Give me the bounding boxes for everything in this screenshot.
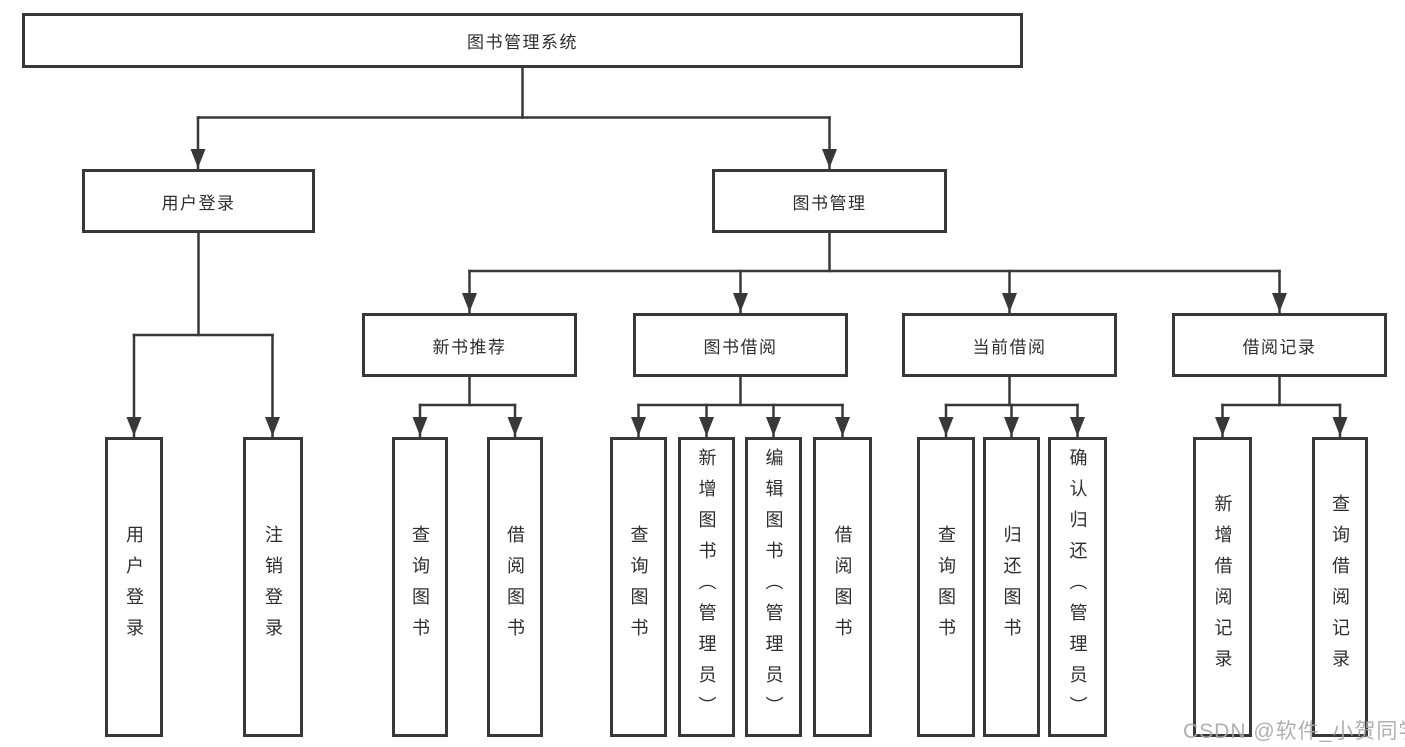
node-current-borrow: 当前借阅 [902, 313, 1117, 377]
leaf-label: 查询图书 [628, 525, 649, 649]
leaf-label: 编辑图书（管理员） [763, 447, 784, 727]
leaf-label: 确认归还（管理员） [1067, 447, 1088, 727]
leaf-label: 注销登录 [263, 525, 283, 649]
leaf-query-books-2: 查询图书 [610, 437, 667, 737]
leaf-add-books-admin: 新增图书（管理员） [678, 437, 735, 737]
leaf-label: 查询借阅记录 [1330, 494, 1350, 680]
node-new-book-recommend: 新书推荐 [362, 313, 577, 377]
leaf-query-borrow-record: 查询借阅记录 [1312, 437, 1368, 737]
leaf-label: 新增借阅记录 [1212, 494, 1233, 680]
node-label: 新书推荐 [432, 337, 507, 357]
node-book-borrow: 图书借阅 [633, 313, 848, 377]
node-book-management: 图书管理 [712, 169, 947, 233]
leaf-label: 查询图书 [936, 525, 956, 649]
node-borrow-records: 借阅记录 [1172, 313, 1387, 377]
watermark: CSDN @软件_小贺同学 [1183, 720, 1405, 743]
leaf-label: 借阅图书 [832, 525, 853, 649]
leaf-label: 归还图书 [1001, 525, 1022, 649]
leaf-label: 查询图书 [410, 525, 430, 649]
leaf-confirm-return-admin: 确认归还（管理员） [1048, 437, 1107, 737]
node-label: 图书管理 [792, 193, 867, 213]
leaf-borrow-books-1: 借阅图书 [487, 437, 543, 737]
leaf-label: 用户登录 [124, 525, 144, 649]
leaf-query-books-3: 查询图书 [917, 437, 975, 737]
leaf-label: 借阅图书 [505, 525, 525, 649]
node-label: 图书管理系统 [467, 33, 578, 52]
leaf-edit-books-admin: 编辑图书（管理员） [745, 437, 802, 737]
leaf-logout-login: 注销登录 [243, 437, 303, 737]
node-label: 图书借阅 [703, 337, 778, 357]
node-label: 当前借阅 [972, 337, 1047, 357]
node-label: 用户登录 [161, 193, 236, 213]
node-label: 借阅记录 [1242, 337, 1317, 357]
leaf-query-books-1: 查询图书 [392, 437, 448, 737]
node-user-login: 用户登录 [82, 169, 315, 233]
leaf-borrow-books-2: 借阅图书 [813, 437, 872, 737]
leaf-add-borrow-record: 新增借阅记录 [1193, 437, 1252, 737]
leaf-return-books: 归还图书 [983, 437, 1040, 737]
node-library-management-system: 图书管理系统 [22, 13, 1023, 68]
leaf-label: 新增图书（管理员） [696, 447, 717, 727]
leaf-user-login: 用户登录 [105, 437, 163, 737]
